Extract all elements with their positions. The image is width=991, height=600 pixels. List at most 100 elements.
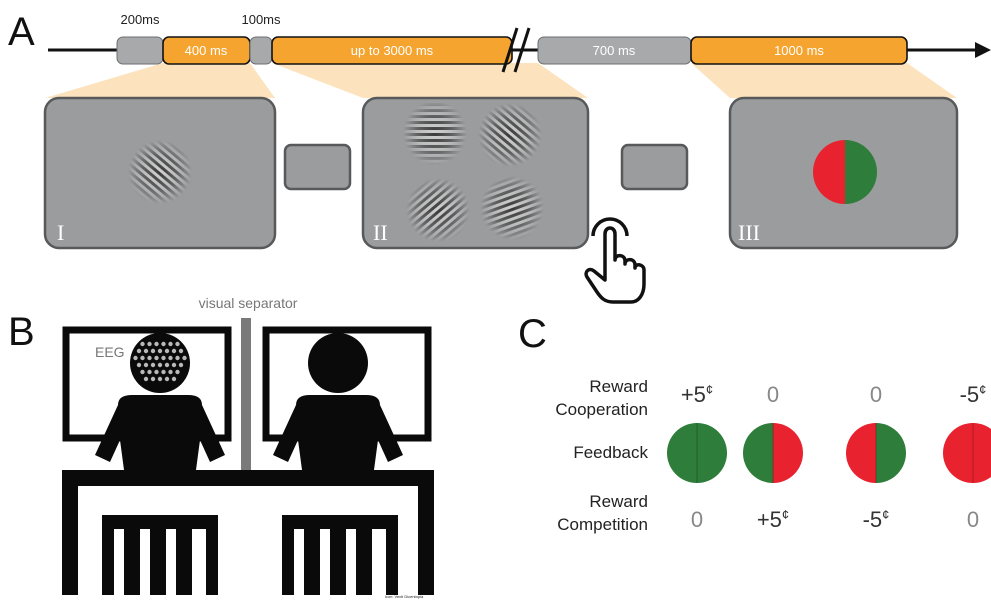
feedback-right-half xyxy=(973,423,991,483)
timeline-arrowhead xyxy=(975,42,991,58)
eeg-electrode xyxy=(150,348,156,354)
visual-separator xyxy=(241,318,251,470)
label-100ms: 100ms xyxy=(241,12,281,27)
table xyxy=(62,470,434,595)
eeg-electrode xyxy=(168,355,173,361)
timeline-segment-fix2 xyxy=(249,36,273,65)
label-reward-competition-1: Reward xyxy=(589,492,648,511)
timeline-segment-choice: up to 3000 ms xyxy=(271,36,513,65)
eeg-cap-icon xyxy=(133,341,187,382)
eeg-electrode xyxy=(136,362,142,368)
eeg-electrode xyxy=(154,355,159,361)
eeg-electrode xyxy=(143,362,149,368)
outcome-column: 0 -5¢ xyxy=(846,382,906,532)
eeg-electrode xyxy=(154,341,159,347)
eeg-label: EEG xyxy=(95,344,125,360)
eeg-electrode xyxy=(147,369,152,375)
eeg-electrode xyxy=(157,362,163,368)
svg-text:1000 ms: 1000 ms xyxy=(774,43,824,58)
feedback-left-half xyxy=(743,423,773,483)
eeg-electrode xyxy=(171,362,177,368)
reward-cooperation: -5¢ xyxy=(960,382,987,407)
reward-competition: 0 xyxy=(691,507,703,532)
reward-cooperation: 0 xyxy=(767,382,779,407)
eeg-electrode xyxy=(175,341,180,347)
timeline-break xyxy=(501,27,531,73)
timeline-segment-fix1 xyxy=(116,36,164,65)
panel-letter-c: C xyxy=(518,312,547,356)
timeline-segment-stim1: 400 ms xyxy=(162,36,251,65)
eeg-electrode xyxy=(143,348,149,354)
feedback-left-half xyxy=(846,423,876,483)
outcome-column: 0 +5¢ xyxy=(743,382,803,532)
eeg-electrode xyxy=(136,348,142,354)
eeg-electrode xyxy=(143,376,149,382)
eeg-electrode xyxy=(140,355,145,361)
eeg-electrode xyxy=(150,362,156,368)
eeg-electrode xyxy=(168,341,173,347)
inter-screen-2 xyxy=(620,143,689,191)
label-reward-competition-2: Competition xyxy=(557,515,648,534)
svg-text:400 ms: 400 ms xyxy=(185,43,228,58)
feedback-left-half xyxy=(667,423,697,483)
eeg-electrode xyxy=(140,341,145,347)
svg-text:700 ms: 700 ms xyxy=(593,43,636,58)
eeg-electrode xyxy=(182,355,187,361)
icon-credit: Icon: Vecti Dicentopia xyxy=(385,594,424,599)
eeg-electrode xyxy=(164,362,170,368)
timeline-segment-feedback: 1000 ms xyxy=(690,36,908,65)
zoom-wedge-3 xyxy=(691,63,957,98)
eeg-electrode xyxy=(175,369,180,375)
eeg-electrode xyxy=(161,355,166,361)
feedback-right-half xyxy=(697,423,727,483)
eeg-electrode xyxy=(171,348,177,354)
reward-cooperation: +5¢ xyxy=(681,382,713,407)
tap-hand-icon xyxy=(584,217,646,304)
eeg-electrode xyxy=(164,376,170,382)
separator-label: visual separator xyxy=(199,295,298,311)
eeg-electrode xyxy=(178,362,184,368)
label-200ms: 200ms xyxy=(120,12,160,27)
feedback-left-half xyxy=(813,140,845,204)
eeg-electrode xyxy=(175,355,180,361)
eeg-electrode xyxy=(147,341,152,347)
eeg-electrode xyxy=(168,369,173,375)
inter-screen-1 xyxy=(283,143,352,191)
label-reward-cooperation-1: Reward xyxy=(589,377,648,396)
svg-text:III: III xyxy=(738,220,760,245)
panel-letter-b: B xyxy=(8,310,35,354)
eeg-electrode xyxy=(161,369,166,375)
eeg-electrode xyxy=(154,369,159,375)
outcome-column: +5¢ 0 xyxy=(667,382,727,532)
eeg-electrode xyxy=(157,376,163,382)
reward-cooperation: 0 xyxy=(870,382,882,407)
svg-text:up to 3000 ms: up to 3000 ms xyxy=(351,43,434,58)
outcome-column: -5¢ 0 xyxy=(943,382,991,532)
eeg-electrode xyxy=(164,348,170,354)
zoom-wedge-1 xyxy=(45,63,275,98)
reward-competition: -5¢ xyxy=(863,507,890,532)
chair-left xyxy=(102,515,218,595)
eeg-electrode xyxy=(178,348,184,354)
screen-3: III xyxy=(728,96,959,250)
screen-1: I xyxy=(43,96,277,250)
label-reward-cooperation-2: Cooperation xyxy=(555,400,648,419)
reward-competition: +5¢ xyxy=(757,507,789,532)
zoom-wedge-2 xyxy=(272,63,588,98)
reward-competition: 0 xyxy=(967,507,979,532)
svg-text:I: I xyxy=(57,220,64,245)
eeg-electrode xyxy=(157,348,163,354)
feedback-right-half xyxy=(845,140,877,204)
feedback-left-half xyxy=(943,423,973,483)
eeg-electrode xyxy=(161,341,166,347)
eeg-electrode xyxy=(140,369,145,375)
panel-letter-a: A xyxy=(8,10,35,54)
eeg-electrode xyxy=(133,355,138,361)
eeg-electrode xyxy=(171,376,177,382)
svg-text:II: II xyxy=(373,220,388,245)
eeg-electrode xyxy=(150,376,156,382)
feedback-right-half xyxy=(876,423,906,483)
screen-2: II xyxy=(361,96,590,250)
chair-right xyxy=(282,515,398,595)
timeline-segment-delay: 700 ms xyxy=(537,36,692,65)
